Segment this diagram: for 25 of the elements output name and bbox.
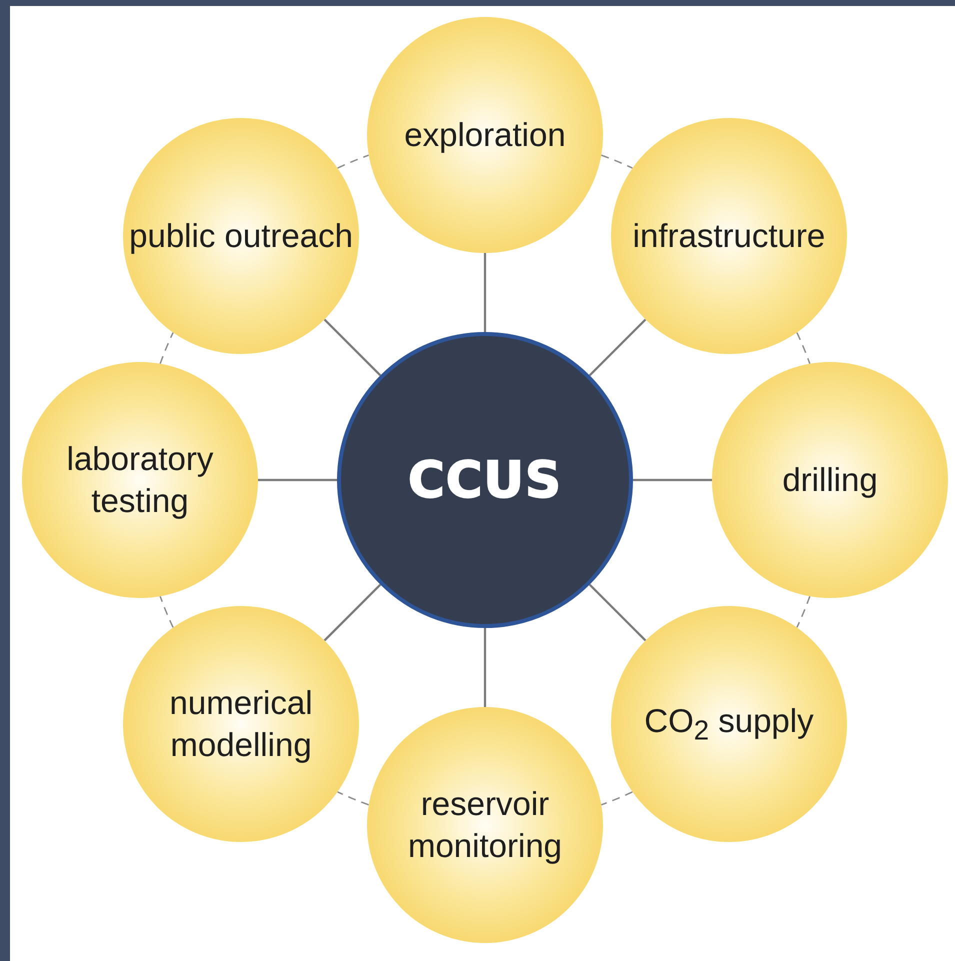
hub-title: CCUS [408, 451, 562, 509]
connector-line [588, 318, 646, 376]
dashed-connector [796, 332, 810, 364]
topic-label: numerical modelling [168, 682, 314, 765]
topic-label: reservoir monitoring [406, 784, 564, 866]
dashed-connector [796, 596, 810, 628]
connector-line [588, 584, 646, 642]
topic-label: drilling [781, 460, 879, 500]
dashed-connector [337, 154, 369, 169]
dashed-connector [160, 596, 174, 628]
topic-label: public outreach [128, 216, 354, 256]
dashed-connector [337, 791, 369, 806]
dashed-connector [160, 332, 174, 364]
topic-label: exploration [403, 114, 567, 155]
topic-label: laboratory testing [66, 438, 214, 521]
dashed-connector [601, 154, 633, 169]
connector-line [258, 478, 337, 482]
topic-label: infrastructure [632, 216, 826, 256]
connector-line [633, 478, 712, 482]
connector-line [324, 318, 382, 376]
connector-line [484, 628, 486, 707]
topic-label: CO$_{2}$ supply [643, 701, 815, 748]
dashed-connector [601, 791, 633, 806]
connector-line [324, 584, 382, 642]
connector-line [484, 253, 486, 332]
